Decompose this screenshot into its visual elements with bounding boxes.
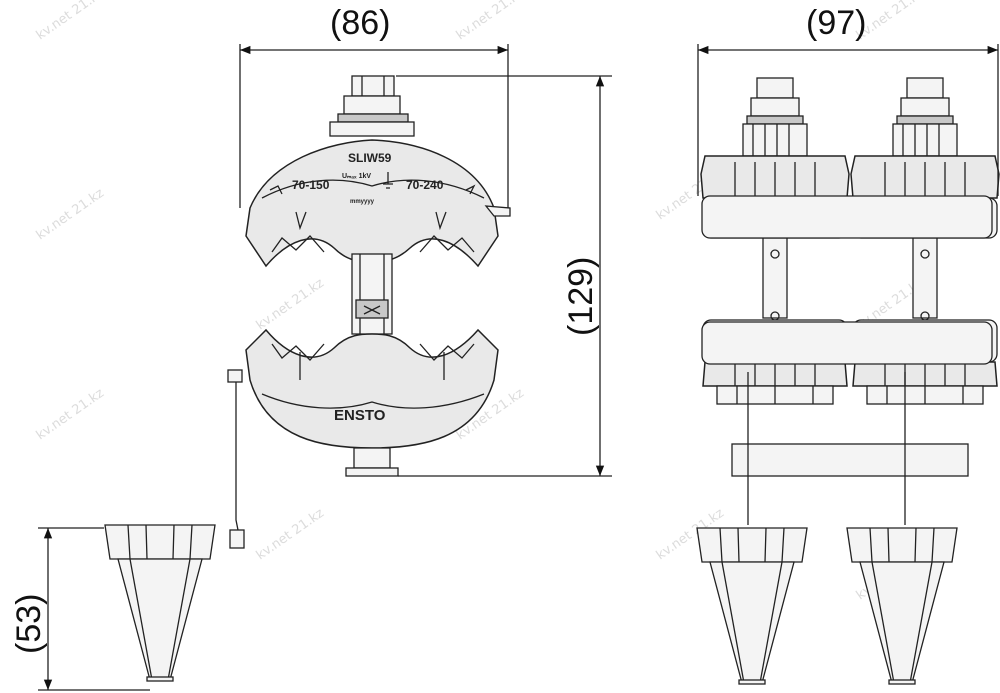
range-left-label: 70-150 — [292, 178, 330, 192]
brand-label: ENSTO — [334, 407, 386, 424]
single-connector-view: SLIW59 Uₘₐₓ 1kV 70-150 70-240 mmyyyy ENS… — [104, 75, 511, 682]
dimension-width-double: (97) — [697, 4, 999, 196]
watermark: kv.net 21.kz — [254, 276, 327, 334]
dimension-width-single: (86) — [239, 4, 509, 208]
upper-housing-pair — [701, 195, 993, 239]
stem — [351, 253, 393, 335]
watermark: kv.net 21.kz — [34, 0, 107, 43]
protective-cap — [104, 524, 216, 682]
base-plate — [731, 443, 969, 477]
retaining-strap — [235, 372, 241, 541]
protective-cap-right — [846, 527, 958, 685]
lower-housing-pair — [701, 321, 993, 365]
ground-icon — [383, 172, 393, 189]
upper-clamp-body — [245, 139, 499, 268]
dim-height: (129) — [562, 257, 600, 336]
dimension-height: (129) — [396, 75, 612, 477]
bolt-head — [351, 75, 395, 97]
watermark: kv.net 21.kz — [454, 0, 527, 43]
double-connector-view — [696, 77, 1000, 685]
watermark: kv.net 21.kz — [34, 386, 107, 444]
voltage-label: Uₘₐₓ 1kV — [342, 173, 371, 180]
watermark: kv.net 21.kz — [34, 186, 107, 244]
dim-cap-height: (53) — [10, 594, 48, 654]
dimension-cap-height: (53) — [10, 527, 150, 691]
model-label: SLIW59 — [348, 151, 392, 165]
protective-cap-left — [696, 527, 808, 685]
watermark: kv.net 21.kz — [254, 506, 327, 564]
dim-width-single: (86) — [330, 4, 390, 42]
range-right-label: 70-240 — [406, 178, 444, 192]
date-code-label: mmyyyy — [350, 199, 375, 205]
dim-width-double: (97) — [806, 4, 866, 42]
